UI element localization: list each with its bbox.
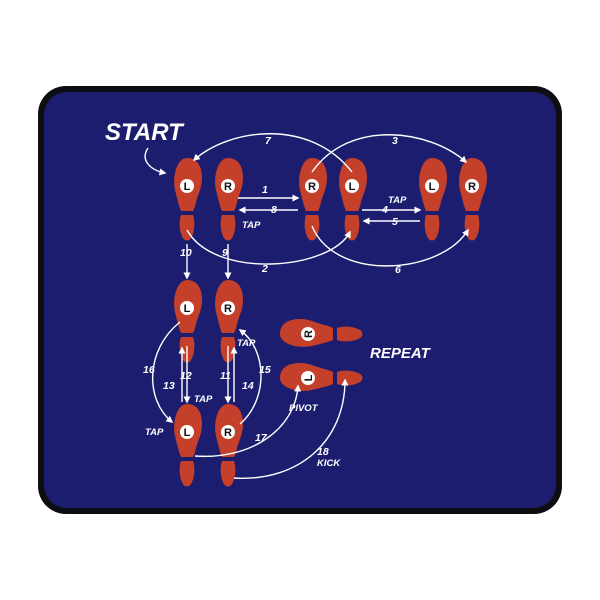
arrow-step-7 — [192, 133, 353, 173]
repeat-label: REPEAT — [370, 345, 432, 362]
tap-label: TAP — [194, 394, 213, 405]
mat-surface — [44, 92, 556, 508]
foot-letter: L — [184, 303, 191, 315]
foot-l-repeat: L — [280, 363, 363, 391]
foot-r-lower-left: R — [215, 404, 243, 487]
step-number: 16 — [143, 364, 155, 376]
step-number: 13 — [163, 380, 175, 392]
step-number: 18 — [317, 446, 329, 458]
foot-r-start: R — [215, 158, 243, 241]
step-number: 4 — [381, 204, 388, 216]
step-number: 3 — [392, 135, 398, 147]
foot-letter: R — [308, 181, 316, 193]
foot-r-upper-left: R — [215, 280, 243, 363]
foot-l-start: L — [174, 158, 202, 241]
foot-letter: R — [224, 181, 232, 193]
start-label: START — [105, 119, 185, 146]
step-number: 15 — [259, 364, 271, 376]
foot-r-middle: R — [299, 158, 327, 241]
step-number: 8 — [271, 204, 277, 216]
foot-l-right: L — [419, 158, 447, 241]
step-number: 5 — [392, 216, 398, 228]
foot-letter: R — [468, 181, 476, 193]
arrow-step-3 — [311, 134, 468, 173]
start-arrow — [144, 147, 167, 176]
step-number: 7 — [265, 135, 272, 147]
step-number: 17 — [255, 432, 268, 444]
tap-label: TAP — [242, 220, 261, 231]
arrow-step-16 — [152, 321, 181, 423]
foot-l-middle: L — [339, 158, 367, 241]
arrow-step-15 — [238, 329, 262, 425]
foot-letter: L — [429, 181, 436, 193]
foot-letter: L — [184, 181, 191, 193]
foot-l-lower-left: L — [174, 404, 202, 487]
foot-letter: R — [224, 427, 232, 439]
step-number: 10 — [180, 247, 192, 259]
foot-letter: L — [184, 427, 191, 439]
arrow-step-6 — [311, 225, 469, 267]
foot-letter: R — [224, 303, 232, 315]
step-number: 14 — [242, 380, 254, 392]
kick-label: KICK — [317, 458, 341, 469]
arrow-step-18 — [233, 378, 349, 479]
step-number: 2 — [261, 263, 268, 275]
tap-label: TAP — [388, 195, 407, 206]
step-number: 12 — [180, 370, 192, 382]
step-number: 6 — [395, 264, 401, 276]
foot-r-right: R — [459, 158, 487, 241]
foot-letter: R — [303, 330, 315, 338]
foot-l-upper-left: L — [174, 280, 202, 363]
tap-label: TAP — [145, 427, 164, 438]
step-number: 9 — [222, 247, 228, 259]
arrow-step-17 — [194, 384, 302, 458]
foot-letter: L — [349, 181, 356, 193]
tap-label: TAP — [237, 338, 256, 349]
pivot-label: PIVOT — [289, 403, 319, 414]
arrow-step-2 — [186, 229, 351, 265]
foot-letter: L — [303, 374, 315, 381]
step-number: 11 — [220, 370, 231, 382]
step-number: 1 — [262, 184, 268, 196]
foot-r-repeat: R — [280, 319, 363, 347]
